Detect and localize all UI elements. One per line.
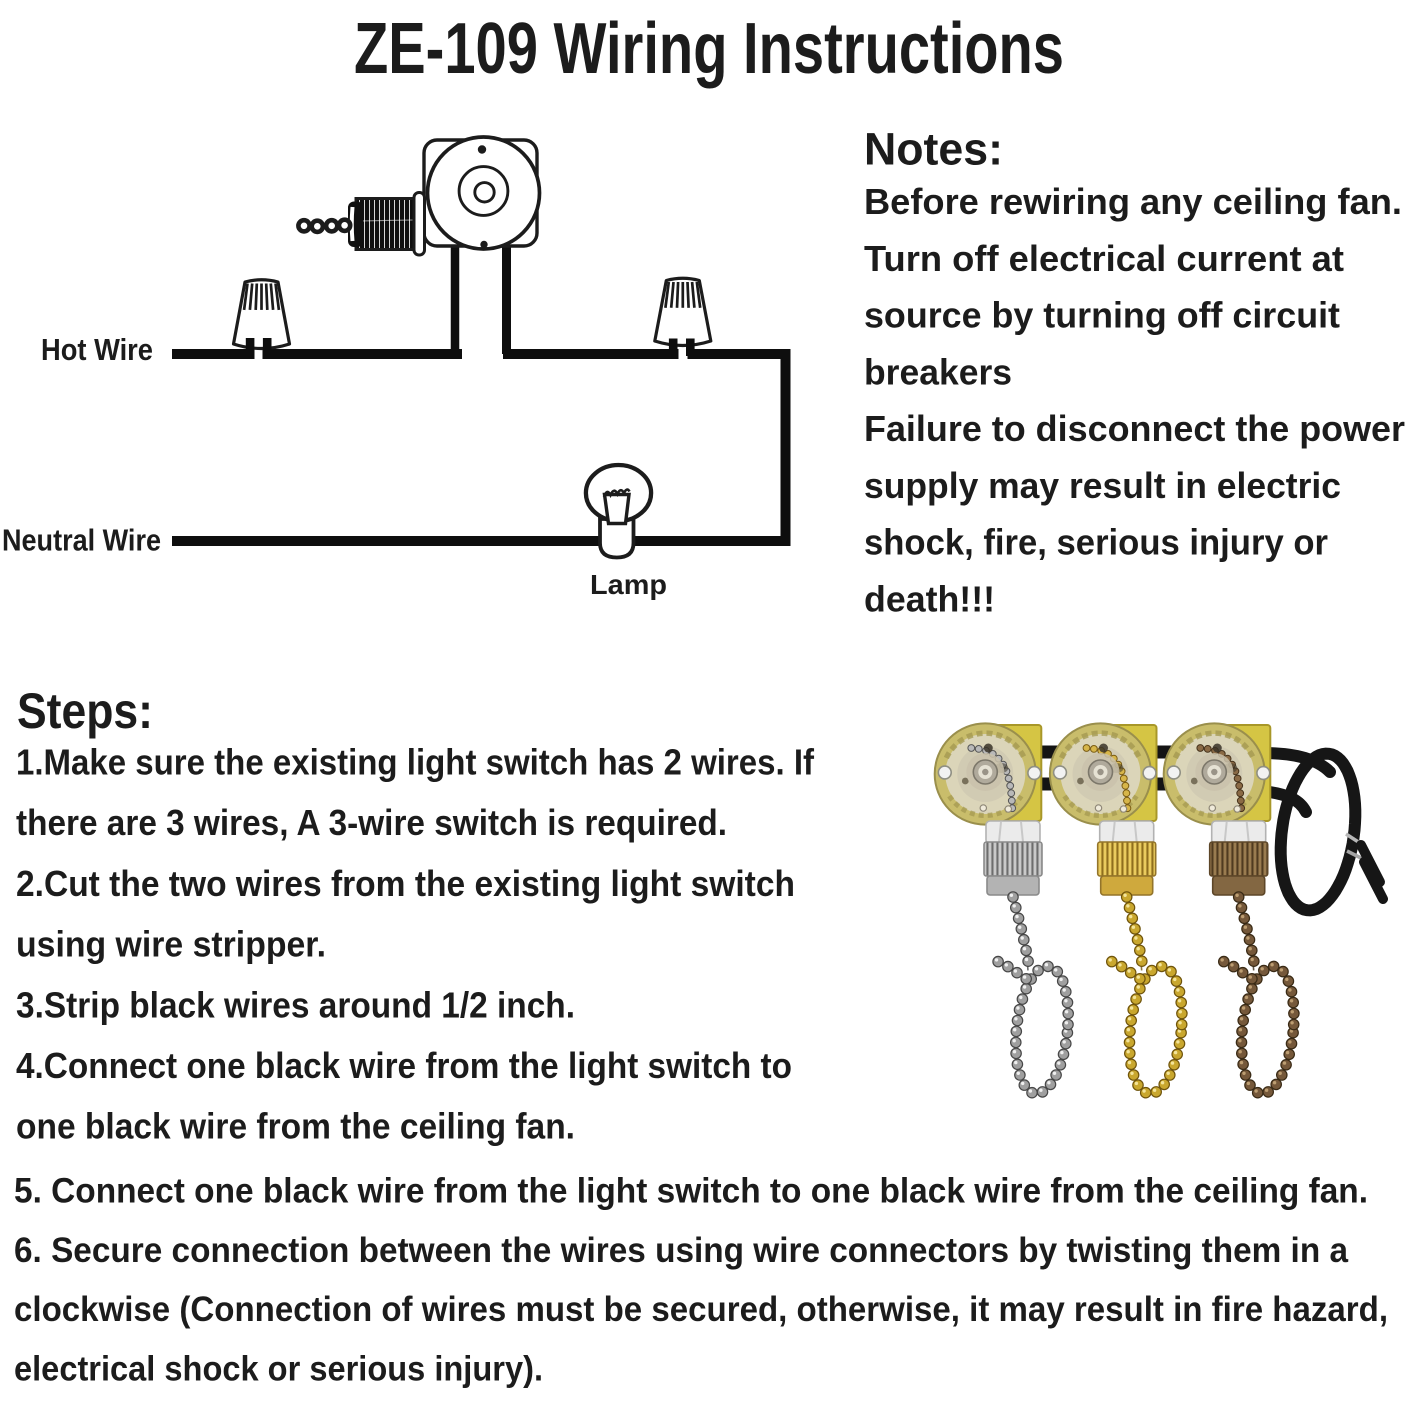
- svg-text:death!!!: death!!!: [864, 578, 995, 619]
- svg-text:clockwise (Connection of wires: clockwise (Connection of wires must be s…: [14, 1290, 1388, 1329]
- svg-text:electrical shock or serious in: electrical shock or serious injury).: [14, 1350, 543, 1389]
- svg-text:one black wire from the ceilin: one black wire from the ceiling fan.: [16, 1106, 575, 1147]
- svg-text:Steps:: Steps:: [17, 683, 153, 739]
- svg-text:5. Connect one black wire from: 5. Connect one black wire from the light…: [14, 1171, 1368, 1210]
- svg-text:1.Make sure the existing light: 1.Make sure the existing light switch ha…: [16, 742, 815, 783]
- svg-text:4.Connect one black wire from: 4.Connect one black wire from the light …: [16, 1045, 792, 1086]
- svg-text:3.Strip black wires around 1/2: 3.Strip black wires around 1/2 inch.: [16, 984, 575, 1025]
- svg-text:ZE-109 Wiring Instructions: ZE-109 Wiring Instructions: [354, 9, 1064, 89]
- svg-text:there are 3 wires, A 3-wire sw: there are 3 wires, A 3-wire switch is re…: [16, 802, 727, 843]
- svg-text:breakers: breakers: [864, 351, 1012, 392]
- svg-text:using wire stripper.: using wire stripper.: [16, 924, 326, 965]
- svg-text:Notes:: Notes:: [864, 124, 1003, 175]
- svg-text:source by turning off circuit: source by turning off circuit: [864, 295, 1340, 336]
- svg-text:Before rewiring any ceiling fa: Before rewiring any ceiling fan.: [864, 181, 1402, 222]
- svg-text:Failure to disconnect the powe: Failure to disconnect the power: [864, 408, 1405, 449]
- svg-text:Hot Wire: Hot Wire: [41, 332, 153, 367]
- svg-text:Neutral Wire: Neutral Wire: [2, 522, 161, 557]
- svg-text:6. Secure connection between t: 6. Secure connection between the wires u…: [14, 1231, 1349, 1270]
- svg-text:Turn off electrical current at: Turn off electrical current at: [864, 238, 1344, 279]
- svg-text:shock, fire, serious injury or: shock, fire, serious injury or: [864, 522, 1328, 563]
- svg-text:2.Cut the two wires from the e: 2.Cut the two wires from the existing li…: [16, 863, 795, 904]
- svg-text:supply may result in electric: supply may result in electric: [864, 465, 1341, 506]
- svg-text:Lamp: Lamp: [590, 569, 667, 600]
